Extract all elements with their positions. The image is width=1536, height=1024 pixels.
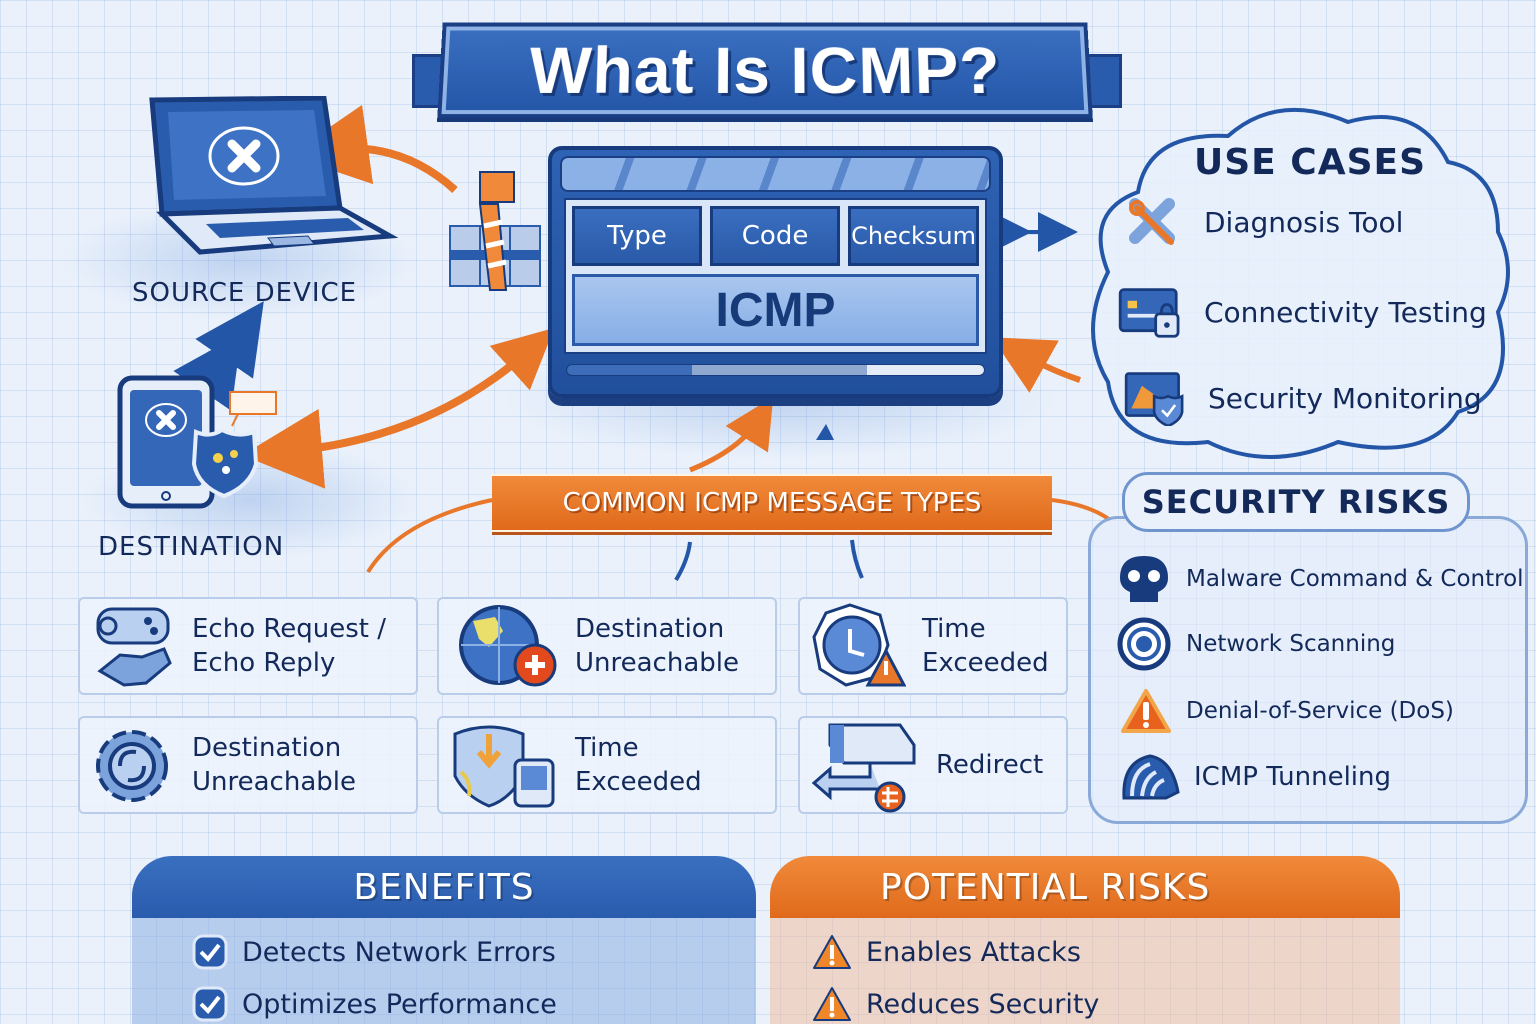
tunnel-icon [1120, 752, 1180, 802]
source-device-label: SOURCE DEVICE [132, 278, 357, 308]
card-line1: Time [575, 731, 702, 765]
risk-item: Denial-of-Service (DoS) [1120, 688, 1454, 734]
risk-item: Malware Command & Control [1116, 554, 1524, 604]
message-types-banner: COMMON ICMP MESSAGE TYPES [492, 474, 1052, 532]
card-label: Destination Unreachable [192, 731, 356, 799]
potential-risks-heading: POTENTIAL RISKS [770, 856, 1400, 918]
risk-label: Malware Command & Control [1186, 566, 1524, 592]
potential-risk-item: Enables Attacks [812, 926, 1400, 978]
card-line2: Unreachable [575, 646, 739, 680]
card-line1: Redirect [936, 748, 1043, 782]
security-risks-heading: SECURITY RISKS [1142, 483, 1451, 521]
use-case-item: Security Monitoring [1120, 370, 1482, 426]
arrow-banner-right [1052, 500, 1110, 520]
laptop-icon [128, 96, 398, 266]
card-line2: Unreachable [192, 765, 356, 799]
benefits-panel: BENEFITS Detects Network Errors Optimize… [132, 856, 756, 1024]
field-checksum: Checksum [848, 206, 979, 266]
page-title: What Is ICMP? [528, 32, 1002, 108]
chat-handshake-icon [90, 601, 176, 691]
message-type-card[interactable]: Time Exceeded [798, 597, 1068, 695]
tablet-shield-icon [114, 374, 314, 514]
potential-risk-label: Reduces Security [866, 989, 1099, 1020]
map-arrow-icon [449, 720, 559, 810]
message-type-card[interactable]: Destination Unreachable [437, 597, 777, 695]
tick-mark [676, 542, 690, 580]
globe-error-icon [449, 601, 559, 691]
card-lock-icon [1116, 284, 1186, 340]
arrow-up-to-icmp [690, 418, 760, 470]
arrow-banner-left [368, 500, 492, 572]
warning-icon [812, 986, 852, 1022]
card-label: Redirect [936, 748, 1043, 782]
skull-icon [1116, 554, 1172, 604]
card-line1: Echo Request / [192, 612, 386, 646]
icmp-packet-box: Type Code Checksum ICMP [548, 146, 1003, 398]
use-case-item: Diagnosis Tool [1124, 194, 1403, 250]
risk-label: ICMP Tunneling [1194, 762, 1391, 792]
clock-warning-icon [810, 601, 906, 691]
message-type-card[interactable]: Destination Unreachable [78, 716, 418, 814]
message-type-card[interactable]: Time Exceeded [437, 716, 777, 814]
risk-label: Network Scanning [1186, 631, 1395, 657]
risk-item: ICMP Tunneling [1120, 752, 1391, 802]
use-case-label: Diagnosis Tool [1204, 206, 1403, 239]
arrow-from-risks [1018, 352, 1080, 380]
message-type-card[interactable]: Echo Request / Echo Reply [78, 597, 418, 695]
warning-icon [1120, 688, 1172, 734]
card-line2: Echo Reply [192, 646, 386, 680]
field-type: Type [572, 206, 702, 266]
benefit-item: Optimizes Performance [192, 978, 756, 1024]
network-cubes-icon [446, 166, 546, 296]
packet-fields: Type Code Checksum ICMP [564, 198, 987, 354]
risk-label: Denial-of-Service (DoS) [1186, 698, 1454, 724]
card-line2: Exceeded [922, 646, 1049, 680]
wrench-tools-icon [1124, 194, 1186, 250]
card-line1: Time [922, 612, 1049, 646]
potential-risks-panel: POTENTIAL RISKS Enables Attacks Reduces … [770, 856, 1400, 1024]
monitor-shield-icon [1120, 370, 1190, 426]
use-cases-heading: USE CASES [1194, 142, 1426, 183]
risk-item: Network Scanning [1116, 616, 1395, 672]
redirect-arrow-icon [810, 717, 920, 813]
tick-mark [852, 540, 862, 578]
message-types-heading: COMMON ICMP MESSAGE TYPES [563, 488, 982, 518]
potential-risk-label: Enables Attacks [866, 937, 1081, 968]
packet-status-bar [566, 364, 985, 376]
arrow-to-icmp [282, 348, 532, 452]
gear-cycle-icon [90, 720, 176, 810]
card-line1: Destination [575, 612, 739, 646]
packet-top-vents [560, 156, 991, 192]
use-case-item: Connectivity Testing [1116, 284, 1487, 340]
benefit-item: Detects Network Errors [192, 926, 756, 978]
use-case-label: Security Monitoring [1208, 382, 1482, 415]
arrow-device-link [222, 330, 244, 362]
use-case-label: Connectivity Testing [1204, 296, 1487, 329]
arrow-to-destination [282, 348, 532, 452]
card-line2: Exceeded [575, 765, 702, 799]
card-label: Echo Request / Echo Reply [192, 612, 386, 680]
benefit-label: Optimizes Performance [242, 989, 557, 1020]
card-line1: Destination [192, 731, 356, 765]
icmp-core-label: ICMP [572, 274, 979, 346]
card-label: Destination Unreachable [575, 612, 739, 680]
checkmark-icon [192, 934, 228, 970]
warning-icon [812, 934, 852, 970]
checkmark-icon [192, 986, 228, 1022]
benefit-label: Detects Network Errors [242, 937, 556, 968]
message-type-card[interactable]: Redirect [798, 716, 1068, 814]
destination-label: DESTINATION [98, 532, 284, 562]
pointer-mark [816, 424, 834, 440]
title-banner: What Is ICMP? [437, 23, 1092, 118]
target-icon [1116, 616, 1172, 672]
field-code: Code [710, 206, 840, 266]
card-label: Time Exceeded [922, 612, 1049, 680]
benefits-heading: BENEFITS [132, 856, 756, 918]
security-risks-heading-box: SECURITY RISKS [1122, 472, 1470, 532]
card-label: Time Exceeded [575, 731, 702, 799]
potential-risk-item: Reduces Security [812, 978, 1400, 1024]
